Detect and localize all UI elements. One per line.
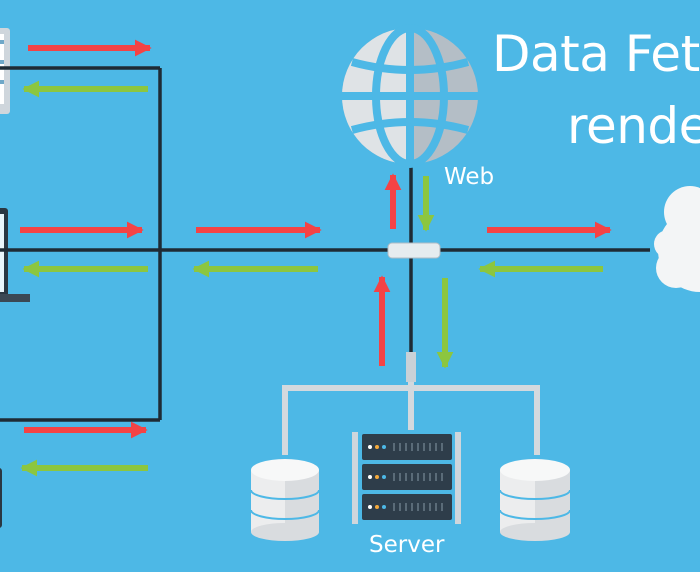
request-arrows — [20, 39, 612, 439]
database-icon — [250, 459, 320, 541]
globe-icon — [342, 24, 478, 168]
database-icon — [499, 459, 571, 541]
title-line-1: Data Fetc — [492, 25, 700, 83]
network-hub — [387, 242, 441, 259]
client-device-icon — [0, 28, 10, 114]
server-rack-icon — [352, 432, 461, 524]
title-line-2: rende — [567, 97, 700, 155]
connector-plug — [406, 352, 416, 382]
response-arrows — [20, 80, 603, 477]
server-label: Server — [369, 532, 445, 558]
network-line — [0, 66, 650, 422]
client-device-icon — [0, 208, 30, 302]
cloud-icon — [654, 186, 700, 292]
web-label: Web — [444, 164, 495, 190]
client-device-icon — [0, 468, 2, 528]
